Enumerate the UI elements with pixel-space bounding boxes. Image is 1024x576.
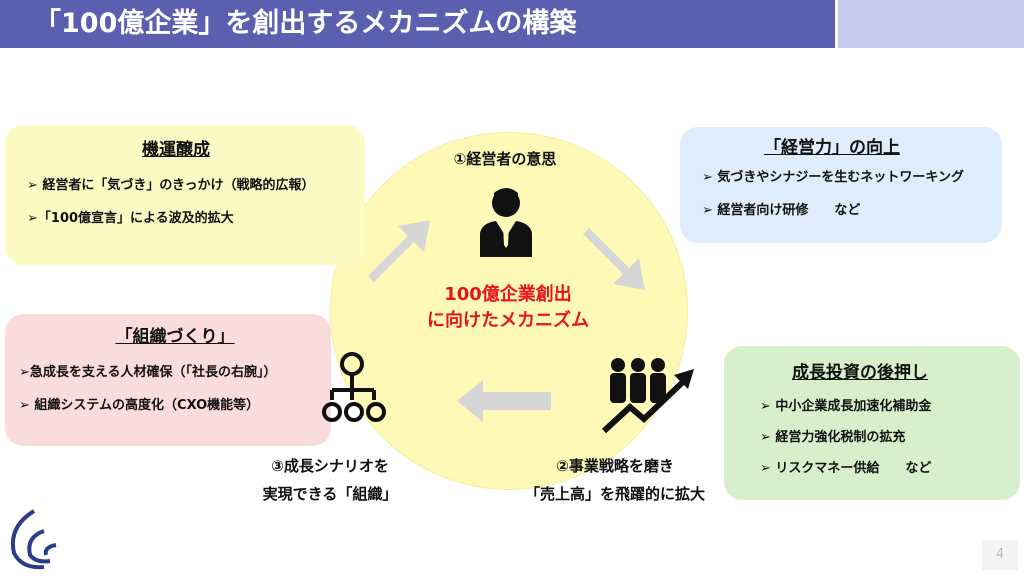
list-item: ➢ 気づきやシナジーを生むネットワーキング: [702, 170, 965, 185]
organization-box: 「組織づくり」 ➢急成長を支える人材確保（「社長の右腕」） ➢ 組織システムの高…: [5, 314, 331, 446]
center-text: 100億企業創出 に向けたメカニズム: [398, 282, 618, 334]
list-item: ➢ 中小企業成長加速化補助金: [760, 399, 932, 414]
team-growth-icon: [601, 358, 694, 434]
executive-person-icon: [480, 188, 532, 257]
organization-title: 「組織づくり」: [115, 327, 235, 347]
momentum-title: 機運醸成: [142, 140, 210, 160]
step3-label: ③成長シナリオを 実現できる「組織」: [240, 452, 420, 508]
list-item: ➢ 経営力強化税制の拡充: [760, 430, 906, 445]
title-accent: [838, 0, 1024, 48]
management-box: 「経営力」の向上 ➢ 気づきやシナジーを生むネットワーキング ➢ 経営者向け研修…: [680, 127, 1002, 243]
organization-logo: [11, 509, 57, 570]
organization-chart-icon: [322, 352, 386, 422]
list-item: ➢ 経営者に「気づき」のきっかけ（戦略的広報）: [27, 178, 315, 193]
list-item: ➢ リスクマネー供給 など: [760, 461, 932, 476]
management-title: 「経営力」の向上: [764, 138, 900, 158]
slide-title: 「100億企業」を創出するメカニズムの構築: [0, 0, 835, 48]
center-line2: に向けたメカニズム: [427, 310, 589, 331]
list-item: ➢ 組織システムの高度化（CXO機能等）: [19, 398, 260, 413]
momentum-box: 機運醸成 ➢ 経営者に「気づき」のきっかけ（戦略的広報） ➢「100億宣言」によ…: [5, 125, 365, 265]
arrow-left-icon: [457, 380, 551, 422]
step3-line1: ③成長シナリオを: [271, 457, 389, 475]
investment-title: 成長投資の後押し: [792, 363, 928, 383]
step2-line2: 「売上高」を飛躍的に拡大: [524, 485, 705, 503]
step2-line1: ②事業戦略を磨き: [556, 457, 674, 475]
center-line1: 100億企業創出: [444, 284, 572, 305]
list-item: ➢ 経営者向け研修 など: [702, 203, 861, 218]
page-number: 4: [982, 540, 1018, 570]
arrow-down-right-icon: [583, 228, 645, 290]
list-item: ➢「100億宣言」による波及的拡大: [27, 211, 234, 226]
step2-label: ②事業戦略を磨き 「売上高」を飛躍的に拡大: [500, 452, 730, 508]
arrow-up-right-icon: [368, 220, 430, 282]
investment-box: 成長投資の後押し ➢ 中小企業成長加速化補助金 ➢ 経営力強化税制の拡充 ➢ リ…: [724, 346, 1020, 500]
list-item: ➢急成長を支える人材確保（「社長の右腕」）: [19, 365, 277, 380]
step1-label: ①経営者の意思: [453, 150, 557, 168]
step3-line2: 実現できる「組織」: [262, 485, 398, 503]
